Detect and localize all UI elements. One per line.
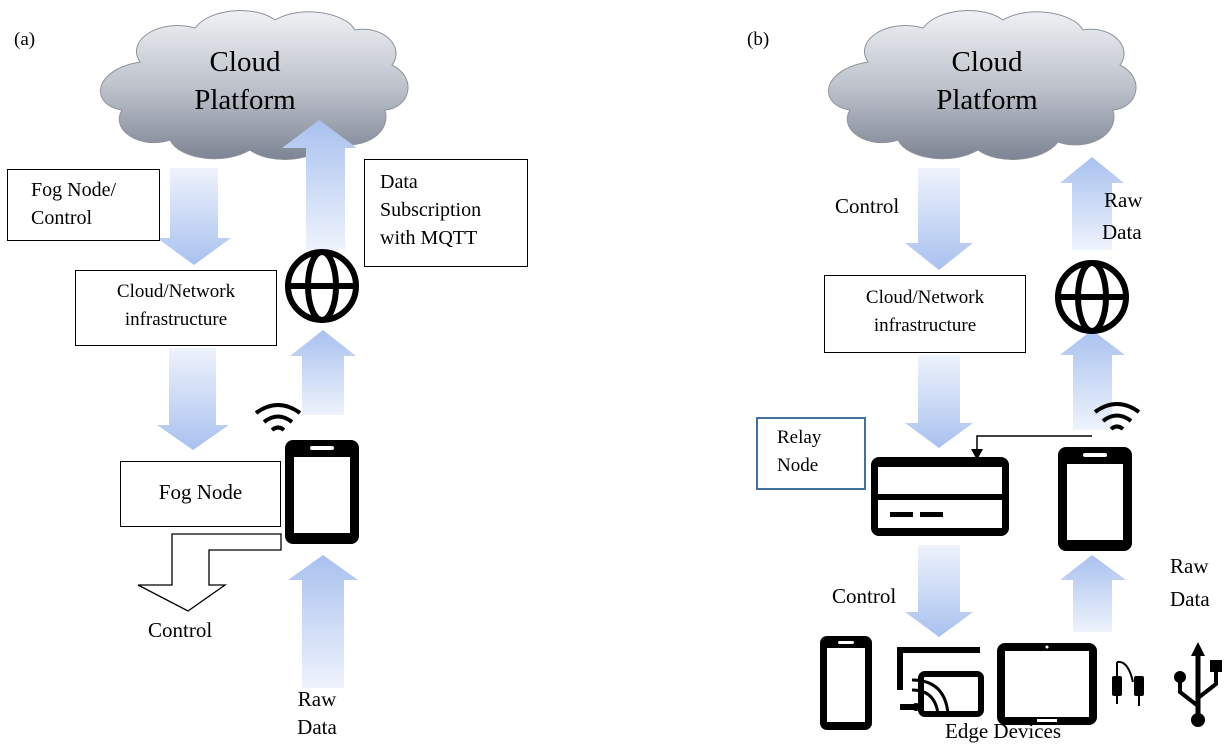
smartphone-icon	[820, 636, 872, 730]
cloud-platform-shape-b	[828, 10, 1137, 160]
cast-icon	[897, 647, 984, 717]
edge-devices-label: Edge Devices	[945, 719, 1062, 743]
cloud-title-a-line1: Cloud	[209, 46, 281, 78]
control-label-b-top: Control	[835, 194, 900, 218]
fog-node-control-line1: Fog Node/	[31, 179, 116, 201]
up-arrow-a1	[282, 120, 357, 250]
down-arrow-b1	[905, 168, 973, 270]
relay-node-line1: Relay	[777, 427, 822, 448]
relay-connector-line	[971, 435, 1092, 460]
usb-cable-icon	[1112, 660, 1144, 706]
raw-data-b-right-line1: Raw	[1170, 554, 1209, 578]
wifi-icon	[254, 403, 302, 432]
up-arrow-b3	[1060, 555, 1126, 632]
infra-a-line2: infrastructure	[124, 309, 228, 330]
fog-node-control-line2: Control	[31, 207, 93, 229]
smartphone-icon	[1058, 447, 1132, 551]
data-sub-line2: Subscription	[380, 199, 482, 221]
cloud-title-a-line2: Platform	[194, 84, 296, 116]
tablet-icon	[997, 643, 1097, 725]
usb-icon	[1174, 642, 1222, 727]
raw-data-a-line1: Raw	[297, 687, 337, 711]
raw-data-a-line2: Data	[297, 715, 337, 739]
down-arrow-b3	[905, 545, 973, 637]
smartphone-icon	[285, 440, 359, 544]
up-arrow-a2	[290, 330, 356, 415]
raw-data-b-top-line2: Data	[1102, 220, 1142, 244]
data-subscription-box: Data Subscription with MQTT	[364, 159, 528, 267]
cloud-title-b-line1: Cloud	[951, 46, 1023, 78]
panel-a-label: (a)	[14, 29, 36, 50]
relay-node-line2: Node	[777, 455, 819, 476]
control-hollow-arrow	[137, 533, 282, 612]
globe-icon	[1055, 260, 1129, 334]
cloud-network-infrastructure-box-a: Cloud/Network infrastructure	[75, 270, 277, 346]
fog-node-box: Fog Node	[120, 461, 281, 527]
relay-node-box: Relay Node	[756, 417, 866, 490]
globe-icon	[285, 249, 359, 323]
down-arrow-a2	[157, 348, 229, 450]
infra-a-line1: Cloud/Network	[116, 281, 236, 302]
infra-b-line2: infrastructure	[873, 315, 977, 336]
fog-node-label: Fog Node	[158, 480, 243, 504]
server-icon	[871, 457, 1009, 536]
control-label-a: Control	[148, 618, 213, 642]
cloud-platform-shape-a	[100, 10, 409, 160]
raw-data-b-right-line2: Data	[1170, 587, 1210, 611]
control-label-b-bottom: Control	[832, 584, 897, 608]
infra-b-line1: Cloud/Network	[865, 287, 985, 308]
raw-data-b-top-line1: Raw	[1104, 188, 1143, 212]
data-sub-line1: Data	[380, 171, 418, 193]
up-arrow-b1	[1060, 157, 1124, 250]
down-arrow-a1	[157, 168, 231, 265]
panel-b-label: (b)	[747, 29, 770, 50]
cloud-network-infrastructure-box-b: Cloud/Network infrastructure	[824, 275, 1026, 353]
cloud-title-b-line2: Platform	[936, 84, 1038, 116]
fog-node-control-box: Fog Node/ Control	[7, 169, 160, 241]
data-sub-line3: with MQTT	[380, 227, 478, 249]
up-arrow-a3	[288, 555, 358, 688]
down-arrow-b2	[905, 355, 973, 448]
wifi-icon	[1093, 402, 1141, 431]
